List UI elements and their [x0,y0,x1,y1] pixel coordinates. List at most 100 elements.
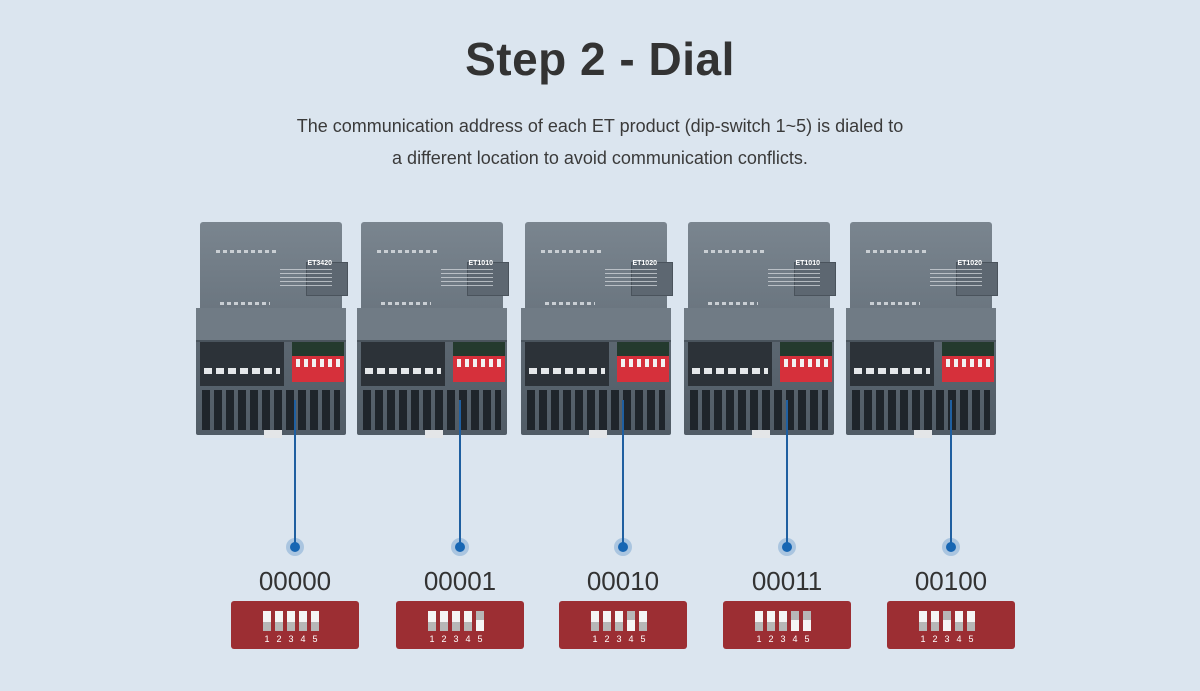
switch-number: 2 [604,634,610,644]
switch-slot [428,611,436,631]
mount-clip [425,430,443,438]
switch-number: 3 [453,634,459,644]
address-code: 00100 [914,566,988,596]
led-row [545,302,595,305]
switch-slot [627,611,635,631]
connector-line [950,400,952,548]
switch-number: 3 [616,634,622,644]
vent-grille [852,390,990,430]
address-code: 00011 [751,566,823,596]
address-code: 00001 [423,566,497,596]
switch-knob [615,622,623,631]
module-specs [280,269,332,289]
module-ledge [521,308,671,342]
switch-slot [779,611,787,631]
switch-knob [943,611,951,620]
module-specs [930,269,982,289]
switch-slot [299,611,307,631]
plc-module-2: ET1010 [357,222,509,438]
connector-dot [290,542,300,552]
switch-knob [803,611,811,620]
switch-number: 2 [276,634,282,644]
switch-knob [476,611,484,620]
terminal-block [361,342,445,386]
switch-knob [311,622,319,631]
mount-clip [264,430,282,438]
switch-slot [955,611,963,631]
switch-number: 5 [968,634,974,644]
address-code: 00000 [258,566,332,596]
switch-knob [591,622,599,631]
switch-number: 1 [264,634,270,644]
switch-knob [639,622,647,631]
switch-slot [803,611,811,631]
switch-slot [287,611,295,631]
vent-grille [690,390,828,430]
switch-slot [767,611,775,631]
switch-knob [275,622,283,631]
switch-number: 5 [477,634,483,644]
vent-grille [527,390,665,430]
connector-dot [455,542,465,552]
switch-knob [791,611,799,620]
switch-number: 1 [920,634,926,644]
switch-number: 5 [804,634,810,644]
vent-grille [363,390,501,430]
description-line-2: a different location to avoid communicat… [392,148,808,168]
switch-slots [591,611,647,631]
dip-switch [942,342,994,382]
switch-knob [464,622,472,631]
switch-slot [476,611,484,631]
led-row [704,250,764,253]
connector-dot [782,542,792,552]
switch-slot [440,611,448,631]
dip-switch [617,342,669,382]
module-ledge [196,308,346,342]
plc-module-1: ET3420 [196,222,348,438]
switch-number: 2 [441,634,447,644]
switch-slot [755,611,763,631]
switch-knob [755,622,763,631]
led-row [220,302,270,305]
module-ledge [846,308,996,342]
plc-module-4: ET1010 [684,222,836,438]
switch-number: 5 [640,634,646,644]
module-specs [605,269,657,289]
switch-number: 2 [932,634,938,644]
switch-knob [287,622,295,631]
switch-number: 2 [768,634,774,644]
switch-number: 1 [756,634,762,644]
led-row [381,302,431,305]
switch-knob [627,611,635,620]
led-row [870,302,920,305]
led-row [377,250,437,253]
switch-slot [591,611,599,631]
page-title: Step 2 - Dial [465,33,735,85]
switch-knob [967,622,975,631]
connector-dot [618,542,628,552]
switch-slot [791,611,799,631]
switch-knob [440,622,448,631]
switch-slot [263,611,271,631]
connector-line [459,400,461,548]
led-row [216,250,276,253]
led-row [541,250,601,253]
switch-number: 3 [780,634,786,644]
switch-number: 1 [429,634,435,644]
terminal-block [688,342,772,386]
switch-knob [767,622,775,631]
switch-slot [464,611,472,631]
switch-number: 4 [628,634,634,644]
switch-knob [919,622,927,631]
switch-slots [919,611,975,631]
switch-knob [779,622,787,631]
connector-dot [946,542,956,552]
plc-module-5: ET1020 [846,222,998,438]
switch-slot [603,611,611,631]
